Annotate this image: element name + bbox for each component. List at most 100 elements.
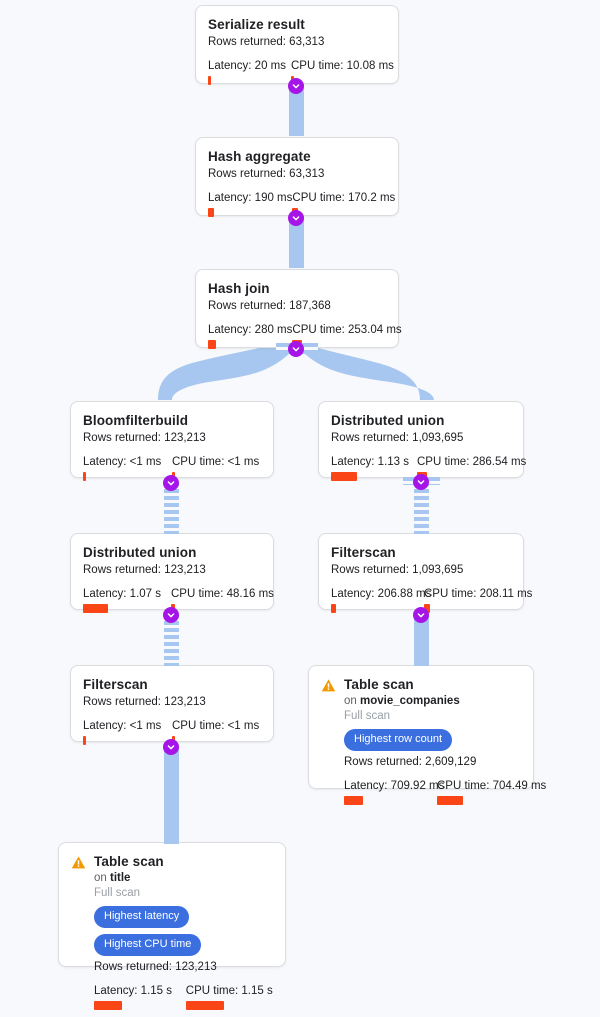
node-title: Hash aggregate [208,149,311,164]
chevron-down-icon-6[interactable] [163,607,179,623]
node-title: Bloomfilterbuild [83,413,189,428]
rows-returned: Rows returned: 1,093,695 [331,564,464,576]
plan-node-hash-join[interactable]: Hash join Rows returned: 187,368 Latency… [195,269,402,349]
cpu-label: CPU time: <1 ms [172,456,260,468]
scan-target: on movie_companies [344,694,521,709]
node-title: Filterscan [83,677,148,692]
node-header: Distributed union [331,412,511,429]
cpu-label: CPU time: 286.54 ms [417,456,527,468]
cpu-meter [185,1001,224,1010]
badge-highest-latency[interactable]: Highest latency [94,906,190,928]
connector-hashaggregate-to-serializeresult [289,84,304,136]
cpu-metric: CPU time: 48.16 ms [171,587,274,613]
latency-metric: Latency: 190 ms [208,191,292,217]
rows-returned: Rows returned: 123,213 [83,696,206,708]
latency-meter [94,1001,122,1010]
table-name: title [110,872,131,884]
latency-meter [331,472,357,481]
node-metrics: Latency: <1 ms CPU time: <1 ms [83,719,261,745]
warning-triangle-icon [71,856,86,869]
plan-node-bloomfilterbuild[interactable]: Bloomfilterbuild Rows returned: 123,213 … [70,401,274,481]
connector-tablescan-to-filterscan-right [414,614,429,666]
plan-node-filterscan-right[interactable]: Filterscan Rows returned: 1,093,695 Late… [318,533,532,613]
plan-node-filterscan-left[interactable]: Filterscan Rows returned: 123,213 Latenc… [70,665,274,745]
cpu-metric: CPU time: 1.15 s [185,984,273,1010]
node-details: on title Full scan Highest latency Highe… [71,871,273,1010]
latency-metric: Latency: 709.92 ms [344,779,445,805]
node-title: Table scan [94,854,164,869]
badge-highest-row-count[interactable]: Highest row count [344,729,453,751]
connector-tablescan-to-filterscan-left [164,746,179,844]
cpu-metric: CPU time: 10.08 ms [291,59,394,85]
rows-returned: Rows returned: 63,313 [208,168,325,180]
cpu-label: CPU time: 48.16 ms [171,588,274,600]
rows-returned: Rows returned: 123,213 [94,961,217,973]
plan-node-distributed-union-right[interactable]: Distributed union Rows returned: 1,093,6… [318,401,527,481]
plan-node-distributed-union-left[interactable]: Distributed union Rows returned: 123,213… [70,533,274,613]
latency-label: Latency: <1 ms [83,720,162,732]
cpu-label: CPU time: <1 ms [172,720,260,732]
rows-returned: Rows returned: 187,368 [208,300,331,312]
rows-returned: Rows returned: 123,213 [83,432,206,444]
scan-target: on title [94,871,273,886]
latency-meter [208,208,214,217]
table-name: movie_companies [360,695,460,707]
cpu-label: CPU time: 1.15 s [185,985,273,997]
connector-hashjoin-to-hashaggregate [289,216,304,268]
chevron-down-icon-3[interactable] [288,341,304,357]
chevron-down-icon-5[interactable] [413,474,429,490]
cpu-meter [437,796,463,805]
cpu-label: CPU time: 170.2 ms [292,192,396,204]
latency-label: Latency: 1.15 s [94,985,172,997]
node-header: Filterscan [83,676,261,693]
node-header: Table scan [71,853,273,870]
connector-distributedunion-to-bloomfilterbuild [164,482,179,534]
connector-filterscan-to-distributedunion-right [414,482,429,534]
plan-node-serialize-result[interactable]: Serialize result Rows returned: 63,313 L… [195,5,399,85]
node-title: Serialize result [208,17,305,32]
node-metrics: Latency: 1.15 s CPU time: 1.15 s [94,984,273,1010]
chevron-down-icon-8[interactable] [163,739,179,755]
rows-returned: Rows returned: 2,609,129 [344,756,477,768]
cpu-metric: CPU time: 704.49 ms [437,779,546,805]
scan-type: Full scan [94,887,141,899]
plan-node-table-scan-movie-companies[interactable]: Table scan on movie_companies Full scan … [308,665,546,805]
chevron-down-icon-2[interactable] [288,210,304,226]
latency-metric: Latency: 206.88 ms [331,587,432,613]
latency-label: Latency: 280 ms [208,324,293,336]
node-title: Filterscan [331,545,396,560]
latency-label: Latency: <1 ms [83,456,162,468]
latency-meter [83,604,108,613]
latency-metric: Latency: 1.15 s [94,984,186,1010]
latency-label: Latency: 1.13 s [331,456,409,468]
node-metrics: Latency: <1 ms CPU time: <1 ms [83,455,261,481]
plan-node-hash-aggregate[interactable]: Hash aggregate Rows returned: 63,313 Lat… [195,137,399,217]
latency-label: Latency: 206.88 ms [331,588,432,600]
on-label: on [94,872,107,884]
cpu-label: CPU time: 253.04 ms [292,324,402,336]
node-header: Distributed union [83,544,261,561]
cpu-label: CPU time: 10.08 ms [291,60,394,72]
latency-label: Latency: 709.92 ms [344,780,445,792]
chevron-down-icon-7[interactable] [413,607,429,623]
node-header: Serialize result [208,16,386,33]
rows-returned: Rows returned: 1,093,695 [331,432,464,444]
node-title: Distributed union [83,545,197,560]
node-header: Table scan [321,676,521,693]
node-header: Hash join [208,280,386,297]
plan-node-table-scan-title[interactable]: Table scan on title Full scan Highest la… [58,842,286,1010]
cpu-metric: CPU time: <1 ms [172,719,261,745]
rows-returned: Rows returned: 63,313 [208,36,325,48]
cpu-metric: CPU time: <1 ms [172,455,261,481]
badge-highest-cpu-time[interactable]: Highest CPU time [94,934,202,956]
chevron-down-icon-1[interactable] [288,78,304,94]
cpu-metric: CPU time: 208.11 ms [424,587,532,613]
latency-meter [331,604,336,613]
scan-type: Full scan [344,710,391,722]
latency-meter [208,76,211,85]
chevron-down-icon-4[interactable] [163,475,179,491]
latency-metric: Latency: 1.07 s [83,587,171,613]
node-badges: Highest latency Highest CPU time [94,906,273,956]
latency-meter [83,472,86,481]
